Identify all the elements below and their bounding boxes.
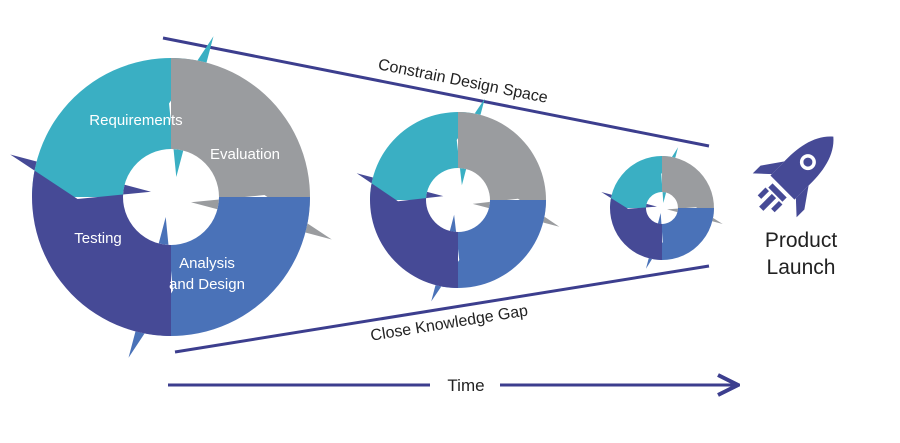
constrain-design-space-label: Constrain Design Space <box>377 56 550 106</box>
small-evaluation-arrow <box>662 156 723 225</box>
time-label: Time <box>447 376 484 395</box>
funnel-top-line <box>162 36 710 148</box>
medium-evaluation-arrow <box>458 112 560 227</box>
medium-requirements-arrow <box>370 98 485 200</box>
requirements-label: Requirements <box>89 112 182 129</box>
large-evaluation-arrow <box>171 58 332 240</box>
cycle-large <box>10 36 332 358</box>
launch-label: Launch <box>767 256 836 279</box>
evaluation-label: Evaluation <box>210 146 280 163</box>
and-design-label: and Design <box>169 276 245 293</box>
funnel-bottom-line <box>174 264 710 354</box>
small-requirements-arrow <box>610 147 679 208</box>
small-testing-arrow <box>601 191 662 260</box>
large-testing-arrow <box>10 154 172 336</box>
cycle-medium <box>356 98 560 302</box>
large-analysis-design-arrow <box>128 197 310 358</box>
medium-analysis-design-arrow <box>431 200 546 302</box>
rocket-icon <box>752 136 834 218</box>
small-analysis-design-arrow <box>645 208 714 269</box>
medium-testing-arrow <box>356 173 458 288</box>
cycle-small <box>601 147 723 269</box>
product-label: Product <box>765 229 838 252</box>
analysis-label: Analysis <box>179 255 235 272</box>
testing-label: Testing <box>74 230 122 247</box>
large-requirements-arrow <box>32 36 214 197</box>
